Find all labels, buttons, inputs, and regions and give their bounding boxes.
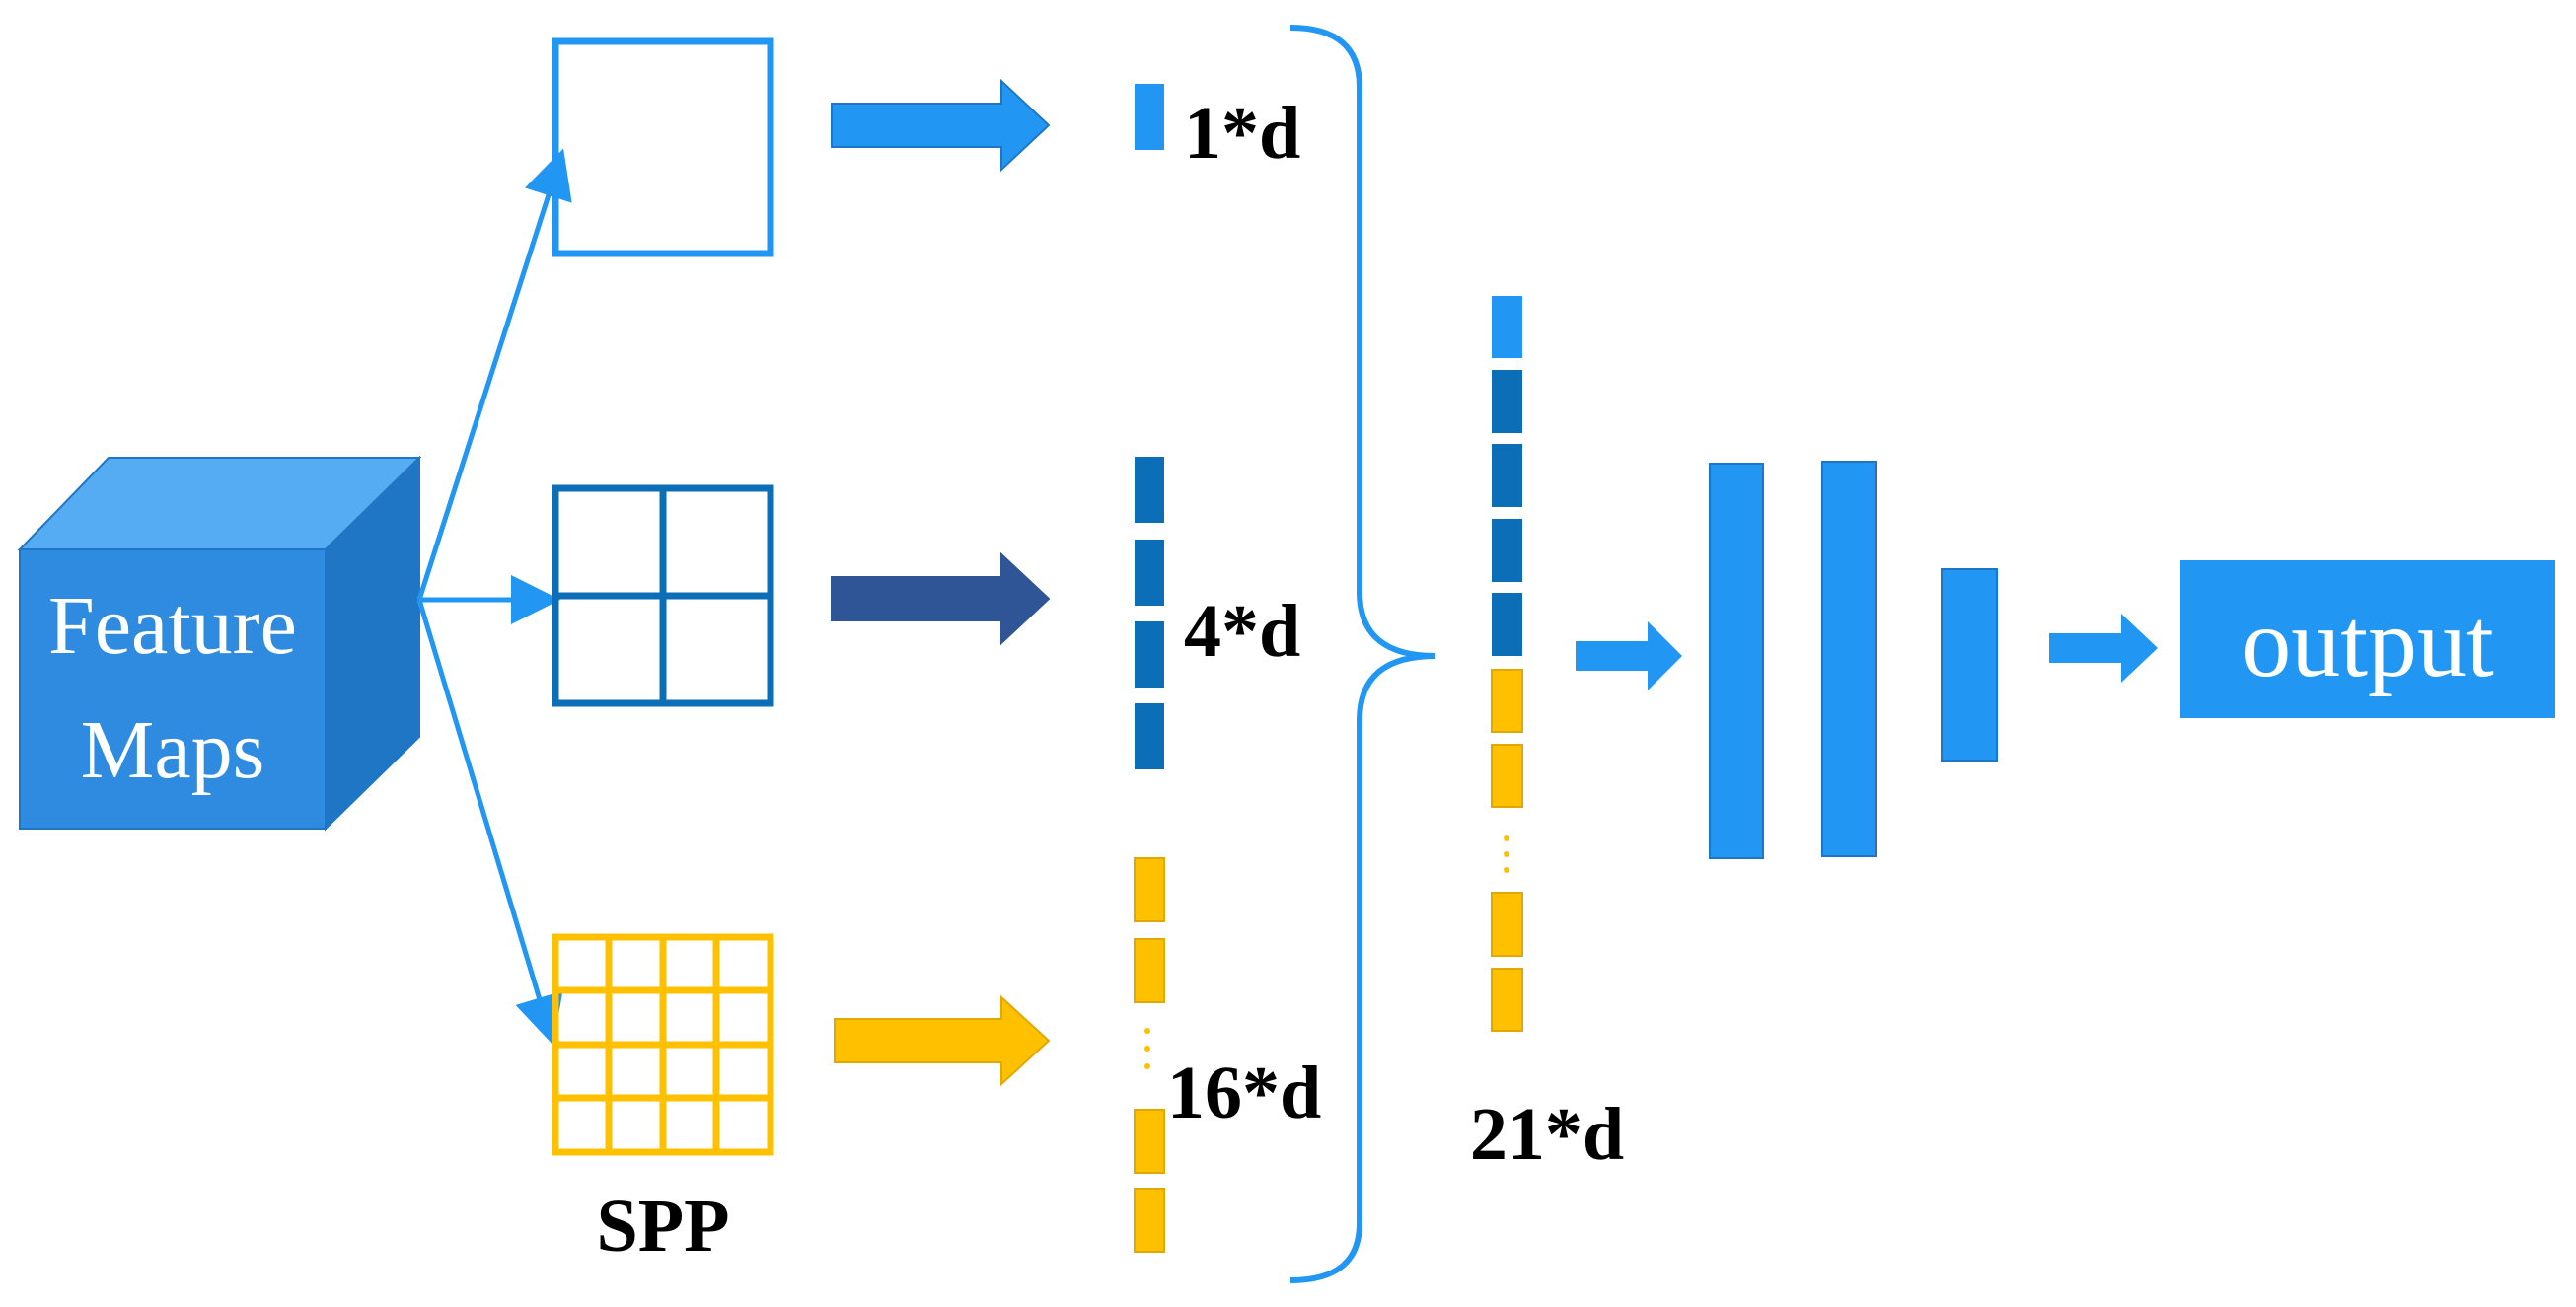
branch-arrows bbox=[416, 148, 572, 1046]
label-21d: 21*d bbox=[1470, 1093, 1624, 1176]
concat-brace bbox=[1289, 25, 1436, 1283]
label-16d: 16*d bbox=[1167, 1052, 1321, 1134]
feature-maps-cube: Feature Maps bbox=[17, 455, 422, 832]
feature-maps-label-line2: Maps bbox=[81, 704, 265, 796]
vector-2x2 bbox=[1135, 457, 1164, 769]
concat-vector bbox=[1491, 296, 1523, 1032]
pooling-grid-2x2 bbox=[552, 484, 774, 707]
branch-arrow-bottom bbox=[416, 599, 563, 1046]
label-4d: 4*d bbox=[1184, 590, 1300, 673]
branch-arrow-top bbox=[416, 148, 572, 601]
feature-maps-label-line1: Feature bbox=[48, 580, 297, 672]
vector-4x4-ellipsis bbox=[1144, 1028, 1150, 1069]
spp-label: SPP bbox=[596, 1185, 729, 1268]
concat-vector-ellipsis bbox=[1504, 835, 1509, 873]
fc-layer-3 bbox=[1941, 568, 1998, 762]
fc-layer-2 bbox=[1821, 461, 1877, 857]
cube-front-face bbox=[19, 548, 327, 830]
block-arrow-1x1 bbox=[831, 78, 1051, 173]
output-label: output bbox=[2242, 588, 2494, 697]
pooling-grid-1x1 bbox=[552, 37, 774, 257]
block-arrow-to-output bbox=[2049, 614, 2158, 683]
fc-layer-1 bbox=[1709, 463, 1764, 859]
label-1d: 1*d bbox=[1184, 92, 1300, 175]
vector-1x1-cell bbox=[1135, 84, 1164, 150]
block-arrow-4x4 bbox=[834, 994, 1051, 1087]
vector-4x4 bbox=[1134, 857, 1165, 1253]
output-box bbox=[2180, 560, 2555, 718]
pooling-grid-4x4 bbox=[552, 933, 774, 1156]
block-arrow-2x2 bbox=[831, 551, 1051, 646]
block-arrow-to-fc bbox=[1576, 621, 1682, 690]
